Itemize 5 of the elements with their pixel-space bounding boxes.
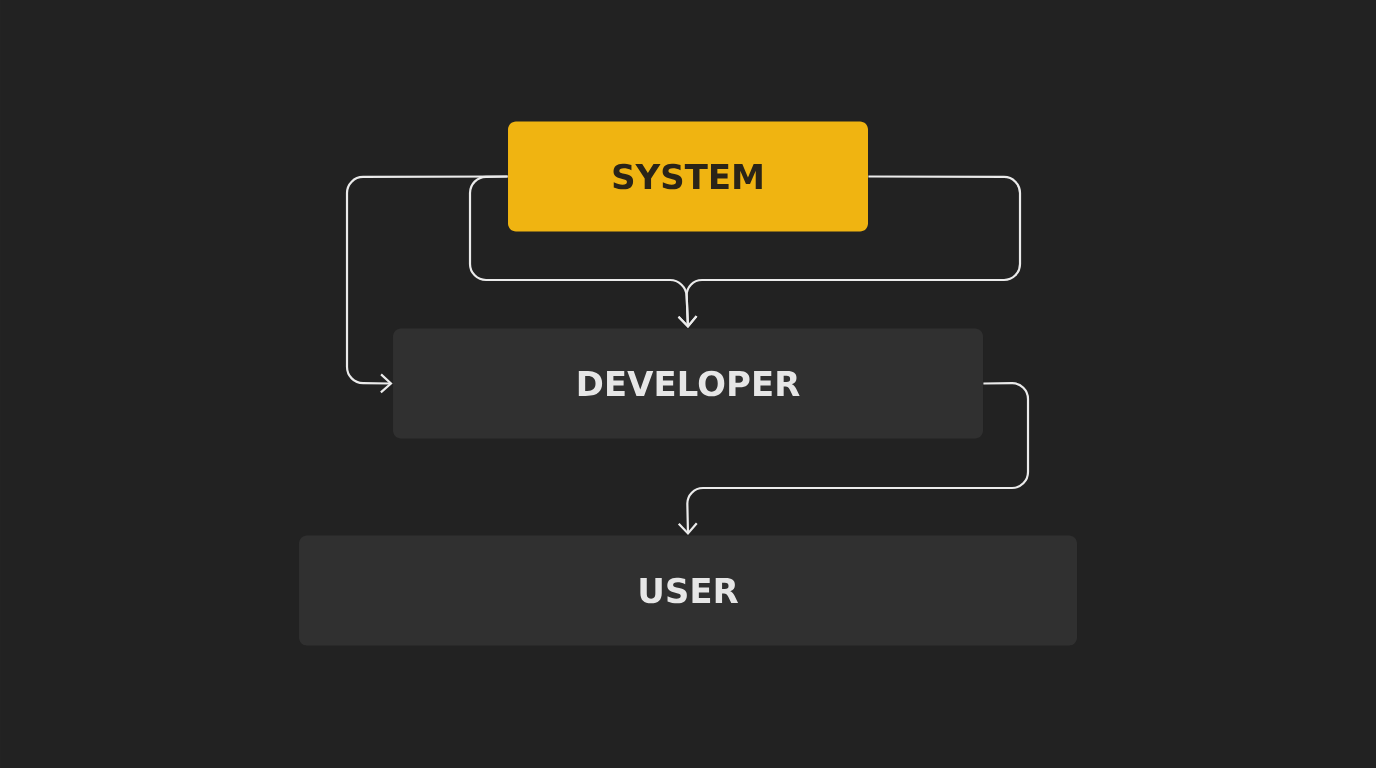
process-box: DEVELOPER <box>393 328 983 439</box>
process-box: SYSTEM <box>508 121 868 232</box>
process-box: USER <box>299 535 1077 646</box>
arrow <box>677 175 1022 329</box>
arrow <box>677 382 1030 536</box>
